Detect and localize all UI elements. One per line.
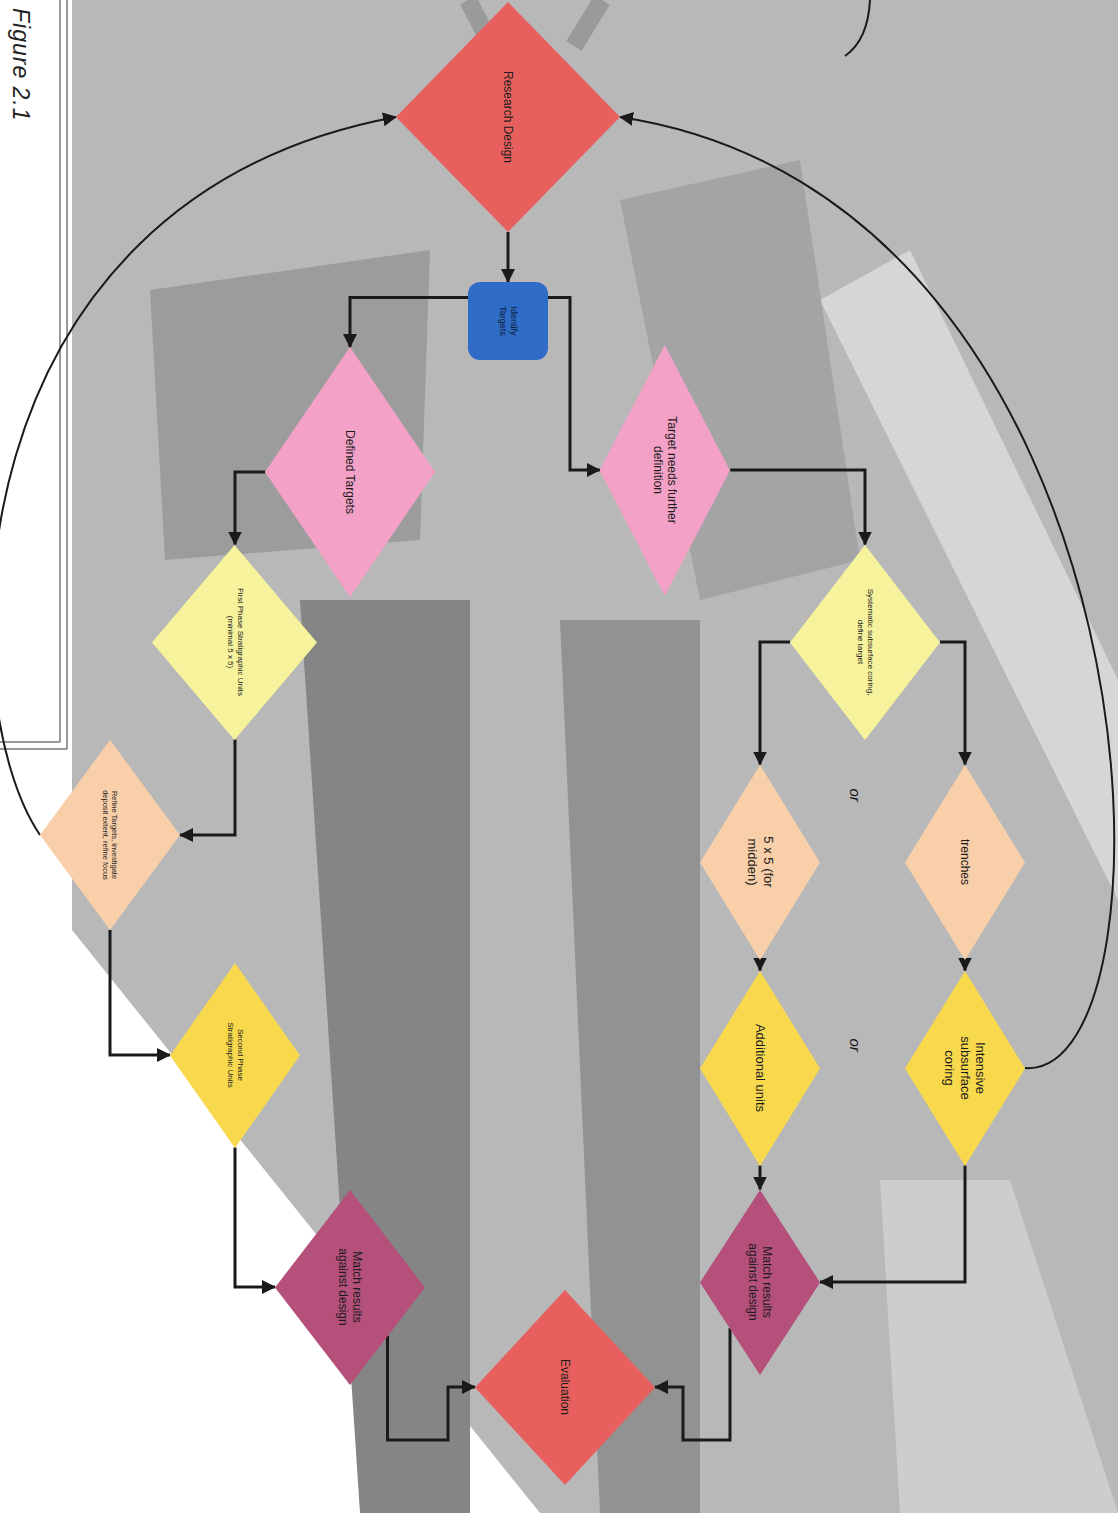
decision-diamond: First Phase Stratigraphic Units (minimal… <box>153 545 318 740</box>
node-label: Intensive subsurface coring <box>942 1033 989 1103</box>
decision-diamond: Refine Targets, investigate deposit exte… <box>40 740 180 930</box>
decision-diamond: Research Design <box>396 2 620 232</box>
text-group: Defined Targets <box>343 430 357 514</box>
flow-arrow <box>820 1166 965 1283</box>
decision-diamond: Match results against design <box>700 1190 820 1375</box>
photo-light <box>880 1180 1118 1513</box>
flow-arrow <box>180 740 235 836</box>
decision-diamond: Evaluation <box>475 1290 655 1485</box>
flow-arrow <box>350 298 468 347</box>
node-label: 5 x 5 (for midden) <box>744 822 775 902</box>
node-label: Additional units <box>752 1024 768 1112</box>
frame-line <box>0 748 67 750</box>
flow-arrow <box>235 1148 275 1288</box>
photo-bar <box>574 0 602 46</box>
node-label: Defined Targets <box>343 430 357 514</box>
figure-caption: Figure 2.1 <box>6 8 34 122</box>
decision-diamond: Additional units <box>700 971 820 1166</box>
flow-arrow <box>940 642 965 765</box>
or-label-box: or <box>846 1039 864 1052</box>
node-label: Match results against design <box>746 1235 775 1330</box>
decision-diamond: Intensive subsurface coring <box>905 971 1025 1166</box>
decision-diamond: Target needs further definition <box>600 345 730 596</box>
flow-arrow <box>730 470 865 545</box>
process-box: Identify Targets <box>468 282 548 360</box>
text-group: Refine Targets, investigate deposit exte… <box>101 788 119 883</box>
figure-caption-box: Figure 2.1 <box>6 8 34 122</box>
flow-arrow <box>507 232 510 282</box>
text-group: Intensive subsurface coring <box>942 1033 989 1103</box>
frame-line <box>66 0 68 749</box>
text-group: Evaluation <box>558 1359 572 1415</box>
or-label: or <box>846 789 864 802</box>
text-group: Match results against design <box>746 1235 775 1330</box>
decision-diamond: Match results against design <box>275 1190 425 1385</box>
text-group: Identify Targets <box>497 296 519 346</box>
text-group: Match results against design <box>336 1240 365 1335</box>
flow-arrow <box>655 1328 730 1440</box>
node-label: Systematic subsurface coring, define tar… <box>855 587 874 697</box>
node-label: First Phase Stratigraphic Units (minimal… <box>225 585 244 700</box>
flow-arrow <box>964 960 967 971</box>
flow-arrow <box>620 117 1114 1068</box>
node-label: trenches <box>958 839 972 885</box>
or-label: or <box>846 1039 864 1052</box>
frame-line <box>0 741 60 743</box>
text-group: Systematic subsurface coring, define tar… <box>855 587 874 697</box>
node-label: Identify Targets <box>497 296 519 346</box>
node-label: Second Phase Stratigraphic Units <box>225 1015 244 1095</box>
text-group: 5 x 5 (for midden) <box>744 822 775 902</box>
flow-arrow <box>235 472 265 545</box>
frame-line <box>59 0 61 742</box>
decision-diamond: Defined Targets <box>265 347 435 597</box>
decision-diamond: Systematic subsurface coring, define tar… <box>790 545 940 740</box>
flow-arrow <box>110 930 170 1055</box>
node-label: Research Design <box>501 71 515 163</box>
decision-diamond: trenches <box>905 765 1025 960</box>
flow-arrow <box>760 642 790 765</box>
text-group: Target needs further definition <box>651 395 680 545</box>
text-group: trenches <box>958 839 972 885</box>
photo-band <box>300 600 470 1513</box>
decision-diamond: 5 x 5 (for midden) <box>700 765 820 960</box>
text-group: Additional units <box>752 1024 768 1112</box>
flow-arrow <box>548 298 600 470</box>
node-label: Refine Targets, investigate deposit exte… <box>101 788 119 883</box>
node-label: Match results against design <box>336 1240 365 1335</box>
text-group: Research Design <box>501 71 515 163</box>
text-group: First Phase Stratigraphic Units (minimal… <box>225 585 244 700</box>
flow-arrow <box>759 960 762 971</box>
text-group: Second Phase Stratigraphic Units <box>225 1015 244 1095</box>
incoming-curve <box>845 0 870 56</box>
or-label-box: or <box>846 789 864 802</box>
decision-diamond: Second Phase Stratigraphic Units <box>170 963 300 1148</box>
flow-arrow <box>759 1166 762 1190</box>
photo-ground <box>72 0 1118 1513</box>
flow-arrow <box>388 1336 476 1440</box>
node-label: Evaluation <box>558 1359 572 1415</box>
node-label: Target needs further definition <box>651 395 680 545</box>
